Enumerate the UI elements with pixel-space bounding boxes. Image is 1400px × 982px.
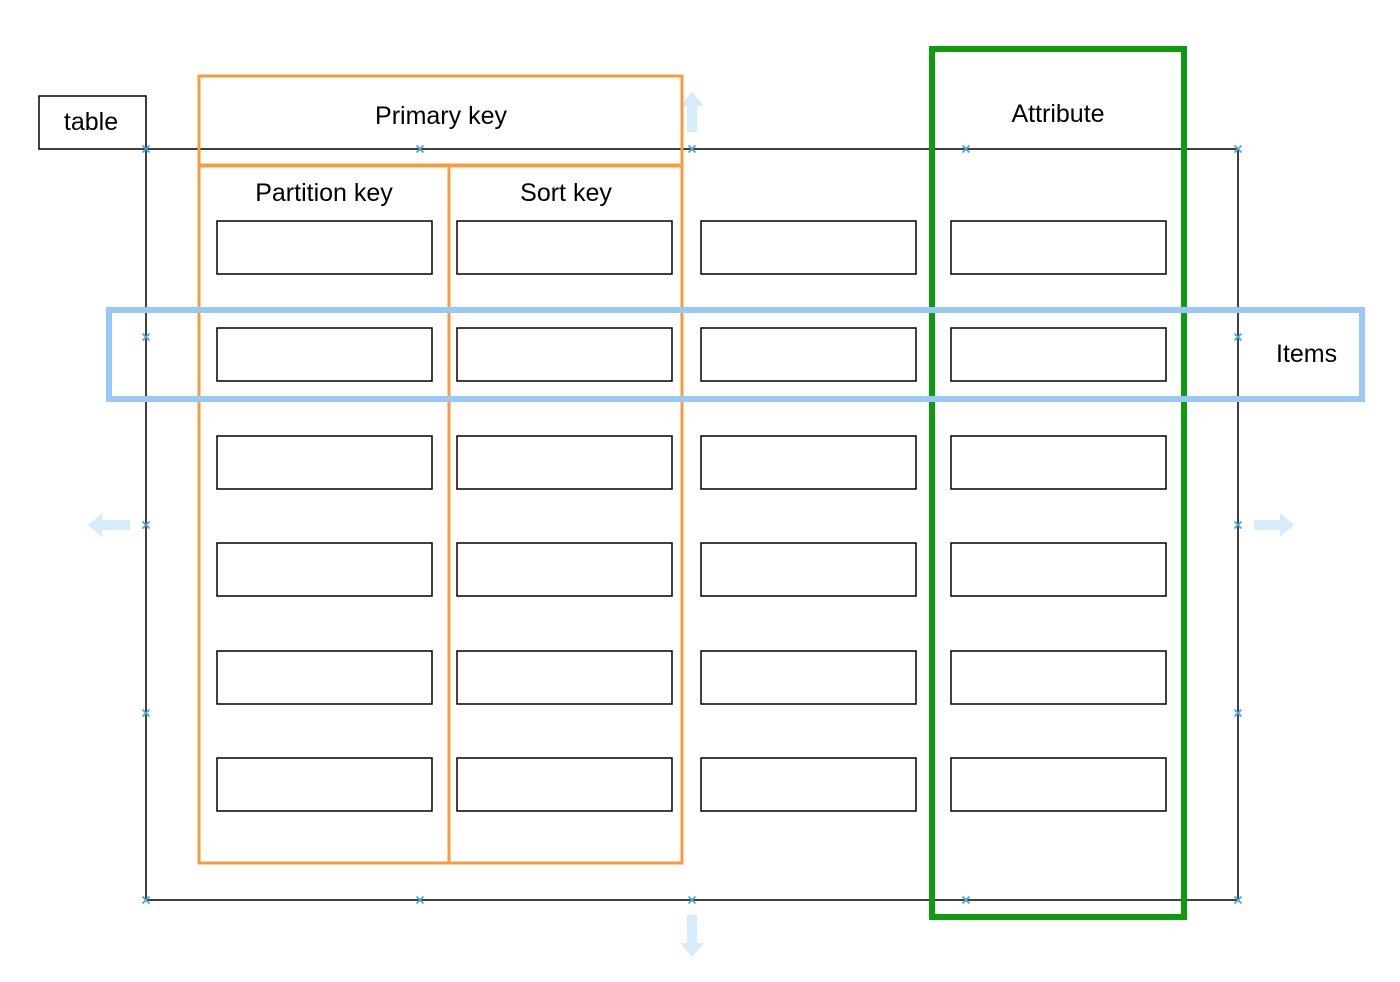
selection-handle[interactable] — [141, 144, 151, 154]
cell-r6-c4 — [950, 757, 1167, 812]
selection-handle[interactable] — [961, 144, 971, 154]
cell-r3-c3 — [700, 435, 917, 490]
selection-handle[interactable] — [141, 520, 151, 530]
cell-r4-c1 — [216, 542, 433, 597]
items-row-box — [106, 307, 1365, 402]
selection-handle[interactable] — [141, 332, 151, 342]
selection-handle[interactable] — [961, 895, 971, 905]
selection-handle[interactable] — [415, 895, 425, 905]
cell-r6-c1 — [216, 757, 433, 812]
selection-handle[interactable] — [687, 895, 697, 905]
cell-r5-c3 — [700, 650, 917, 705]
items-label: Items — [1276, 340, 1338, 368]
cell-r2-c1 — [216, 327, 433, 382]
cell-r2-c3 — [700, 327, 917, 382]
selection-handle[interactable] — [1233, 520, 1243, 530]
cell-r6-c2 — [456, 757, 673, 812]
cell-r5-c2 — [456, 650, 673, 705]
sort-key-column-box — [447, 164, 684, 865]
cell-r6-c3 — [700, 757, 917, 812]
arrow-down-icon[interactable] — [680, 915, 704, 957]
arrow-up-icon[interactable] — [680, 92, 704, 132]
attribute-column-box — [929, 46, 1187, 920]
cell-r1-c2 — [456, 220, 673, 275]
direction-arrows — [88, 92, 1294, 957]
selection-handle[interactable] — [1233, 144, 1243, 154]
selection-handle[interactable] — [141, 895, 151, 905]
cell-r3-c4 — [950, 435, 1167, 490]
cell-grid — [216, 220, 1167, 812]
partition-key-label: Partition key — [255, 179, 393, 207]
cell-r4-c4 — [950, 542, 1167, 597]
selection-handle[interactable] — [141, 708, 151, 718]
cell-r2-c2 — [456, 327, 673, 382]
table-label: table — [63, 108, 119, 136]
selection-handle[interactable] — [1233, 895, 1243, 905]
cell-r4-c2 — [456, 542, 673, 597]
cell-r1-c1 — [216, 220, 433, 275]
selection-handle[interactable] — [687, 144, 697, 154]
cell-r2-c4 — [950, 327, 1167, 382]
selection-handle[interactable] — [415, 144, 425, 154]
cell-r1-c4 — [950, 220, 1167, 275]
cell-r3-c1 — [216, 435, 433, 490]
selection-handles — [141, 144, 1243, 905]
cell-r5-c4 — [950, 650, 1167, 705]
sort-key-label: Sort key — [520, 179, 612, 207]
arrow-right-icon[interactable] — [1254, 513, 1294, 537]
arrow-left-icon[interactable] — [88, 513, 130, 537]
cell-r5-c1 — [216, 650, 433, 705]
selection-handle[interactable] — [1233, 332, 1243, 342]
primary-key-label: Primary key — [375, 102, 507, 130]
cell-r1-c3 — [700, 220, 917, 275]
cell-r3-c2 — [456, 435, 673, 490]
table-label-box — [38, 95, 147, 150]
attribute-label: Attribute — [1011, 100, 1105, 128]
cell-r4-c3 — [700, 542, 917, 597]
selection-handle[interactable] — [1233, 708, 1243, 718]
